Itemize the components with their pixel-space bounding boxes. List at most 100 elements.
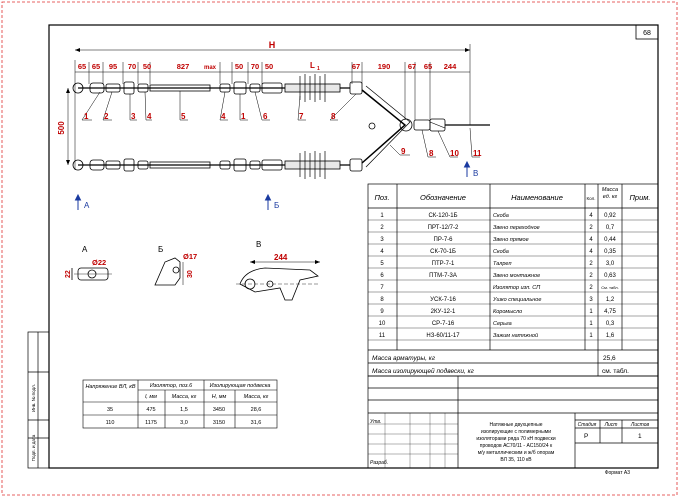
spec-row-9-designation: 2КУ-12-1 [431,309,456,315]
spec-row-8-pos: 8 [380,297,384,303]
insul-r1-c4: 3450 [213,407,225,413]
insul-r1-c2: 475 [146,407,155,413]
spec-row-5-name: Талреп [493,261,511,267]
callout-2: 2 [104,112,109,121]
callout-5: 5 [181,112,186,121]
dim-500: 500 [57,121,66,135]
spec-row-4-name: Скоба [493,249,509,255]
spec-row-2-designation: ПРТ-12/7-2 [428,225,459,231]
view-label-V: В [256,240,261,249]
view-B-30: 30 [187,270,194,278]
spec-mass-insul-label: Масса изолирующей подвески, кг [372,367,475,375]
spec-header-pos: Поз. [374,193,389,202]
callout-10: 10 [450,149,459,158]
insul-sub-mass1: Масса, кг [172,394,197,400]
spec-header-qty: Кол. [587,196,596,201]
spec-row-4-designation: СК-70-1Б [430,249,456,255]
insul-r2-c3: 3,0 [180,420,188,426]
spec-row-8-qty: 3 [589,297,593,303]
dim-50-c: 50 [265,62,273,71]
side-stamp-inv: Инв. № подл. [31,384,36,412]
spec-row-4-pos: 4 [380,249,384,255]
view-A-22: 22 [65,270,72,278]
callout-8b: 8 [429,149,434,158]
spec-row-6-mass: 0,63 [604,273,616,279]
title-stage-label: Стадия [578,422,597,428]
insul-r2-c4: 3150 [213,420,225,426]
spec-row-5-pos: 5 [380,261,384,267]
title-left-row2: Разраб. [370,460,388,466]
title-sheet-label: Лист [604,422,618,428]
view-label-A: А [82,245,88,254]
spec-row-6-name: Звено монтажное [493,273,540,279]
spec-row-6-pos: 6 [380,273,384,279]
spec-row-11-pos: 11 [379,333,386,339]
callout-11: 11 [473,149,482,158]
spec-row-10-pos: 10 [379,321,386,327]
dim-50-a: 50 [143,62,151,71]
dim-70-b: 70 [251,62,259,71]
spec-row-11-designation: НЗ-60/11-17 [426,333,460,339]
title-line-1: Натяжные двухцепные [489,422,542,428]
view-arrow-A: А [84,201,90,210]
title-line-3: изоляторами ряда 70 кН подвески [476,436,556,442]
callout-1a: 1 [84,112,89,121]
spec-row-3-qty: 4 [589,237,593,243]
spec-row-11-name: Зажим натяжной [493,332,538,339]
spec-row-10-name: Серьга [493,321,512,327]
callout-6: 6 [263,112,268,121]
spec-row-5-designation: ПТР-7-1 [432,261,455,267]
insul-header-insulator: Изолятор, поз.6 [150,383,193,389]
title-left-row1: Утв. [370,419,381,425]
spec-header-note: Прим. [629,193,650,202]
spec-row-9-name: Коромысло [493,309,522,315]
spec-row-2-mass: 0,7 [606,225,615,231]
view-V-244: 244 [274,253,288,262]
detail-view-A: А Ø22 22 [65,245,112,281]
dim-L1-sub: 1 [317,66,320,72]
callout-8a: 8 [331,112,336,121]
side-stamp-sign: Подп. и дата [31,434,36,461]
spec-row-3-designation: ПР-7-6 [434,237,454,243]
spec-row-3-name: Звено прямое [493,237,529,243]
spec-row-8-name: Ушко специальное [492,297,541,303]
insul-r1-c5: 28,6 [251,407,262,413]
format-label: Формат А3 [605,470,630,476]
insul-header-voltage: Напряжение ВЛ, кВ [85,384,136,390]
spec-row-10-designation: СР-7-16 [432,321,455,327]
view-label-B: Б [158,245,163,254]
assembly-drawing: H 65 65 95 70 50 827 [57,40,490,210]
spec-mass-insul-value: см. табл. [602,367,629,375]
sheet-number: 68 [643,30,651,37]
title-line-4: проводов АС70/11 - АС150/24 к [480,443,553,449]
spec-row-lines [368,219,658,341]
dim-65-c: 65 [424,62,432,71]
dim-95: 95 [109,62,117,71]
spec-row-5-qty: 2 [589,261,593,267]
dim-244: 244 [444,62,457,71]
spec-row-9-mass: 4,75 [604,309,616,315]
spec-row-6-qty: 2 [589,273,593,279]
spec-mass-fittings-label: Масса арматуры, кг [372,355,436,362]
spec-row-2-pos: 2 [380,225,384,231]
title-block [367,375,659,469]
dim-max: max [204,65,217,71]
dim-65-a: 65 [78,62,86,71]
detail-view-B: Б Ø17 30 [154,245,197,286]
spec-row-2-qty: 2 [589,225,593,231]
spec-row-1-mass: 0,92 [604,213,616,219]
title-line-5: м/у металлическим и ж/б опорам [478,450,555,456]
spec-row-10-qty: 1 [589,321,593,327]
callout-1b: 1 [241,112,246,121]
callout-4b: 4 [221,112,226,121]
spec-row-10-mass: 0,3 [606,321,615,327]
view-B-dia: Ø17 [183,252,197,261]
spec-row-9-pos: 9 [380,309,384,315]
insul-r2-c5: 31,6 [251,420,262,426]
callout-7: 7 [299,112,304,121]
spec-row-2-name: Звено переходное [493,225,540,231]
spec-row-1-qty: 4 [589,213,593,219]
